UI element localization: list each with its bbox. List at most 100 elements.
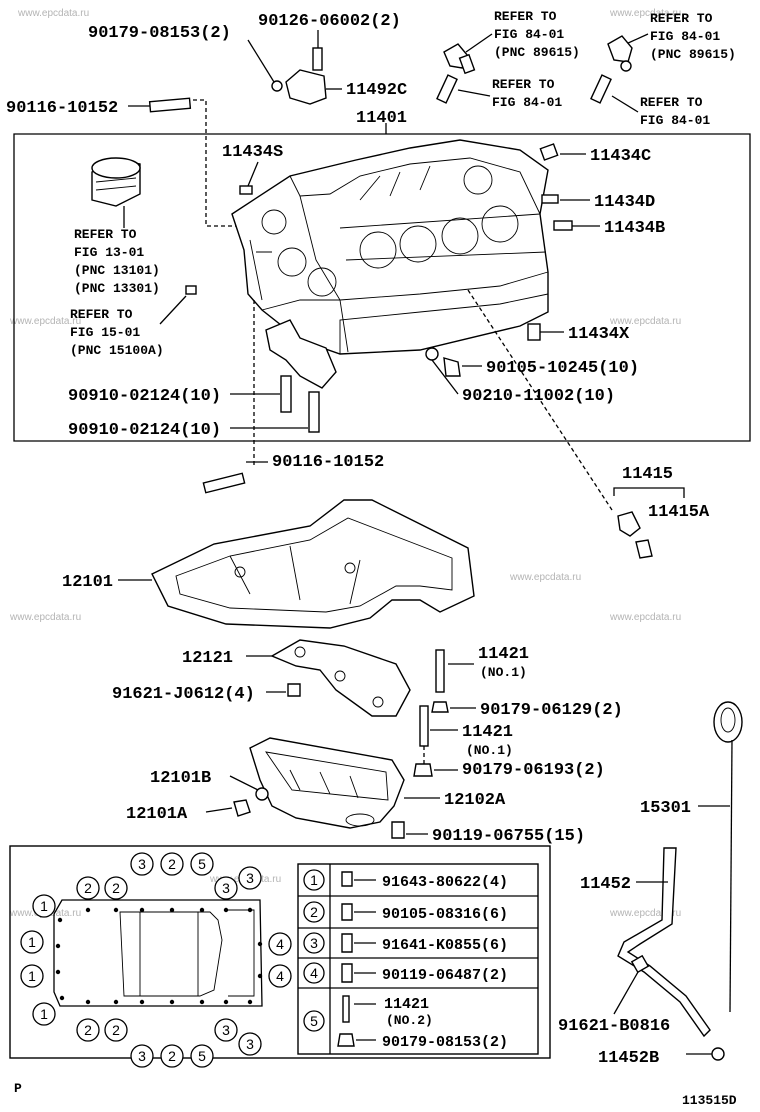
label-11452: 11452: [580, 875, 631, 894]
ref-fig84-d: REFER TO FIG 84-01: [640, 95, 710, 128]
svg-text:FIG 84-01: FIG 84-01: [650, 29, 720, 44]
svg-text:1: 1: [40, 1006, 48, 1022]
nut-icon: [271, 80, 283, 92]
bolt-icon: [341, 903, 353, 921]
sensor-plug-icon: [617, 511, 641, 537]
label-12101a: 12101A: [126, 805, 188, 824]
svg-text:REFER TO: REFER TO: [74, 227, 137, 242]
plug-icon: [527, 323, 541, 341]
label-90126-06002: 90126-06002(2): [258, 12, 401, 31]
svg-text:(PNC 89615): (PNC 89615): [650, 47, 736, 62]
legend-part-11421-sub: (NO.2): [386, 1013, 433, 1028]
fastener-legend-table: [297, 863, 539, 1055]
dashed-leader: [193, 99, 236, 227]
legend-part-90119: 90119-06487(2): [382, 967, 508, 984]
leader: [229, 775, 259, 791]
label-90179-06129: 90179-06129(2): [480, 701, 623, 720]
plug-icon: [239, 185, 253, 195]
label-11421-a: 11421: [478, 645, 529, 664]
stud-bolt-icon: [202, 472, 246, 494]
label-11415: 11415: [622, 465, 673, 484]
plug-icon: [185, 285, 197, 295]
dashed-leader: [467, 289, 613, 511]
svg-text:FIG 15-01: FIG 15-01: [70, 325, 140, 340]
svg-text:4: 4: [276, 936, 284, 952]
svg-text:3: 3: [138, 1048, 146, 1064]
label-11434s: 11434S: [222, 143, 283, 162]
label-15301: 15301: [640, 799, 691, 818]
stud-icon: [419, 705, 429, 747]
ref-fig15: REFER TO FIG 15-01 (PNC 15100A): [70, 307, 164, 358]
sensor-icon: [607, 35, 633, 63]
baffle-plate-drawing: [270, 639, 411, 717]
svg-text:3: 3: [246, 1036, 254, 1052]
svg-text:2: 2: [84, 880, 92, 896]
svg-text:2: 2: [168, 1048, 176, 1064]
label-90910-02124-a: 90910-02124(10): [68, 387, 221, 406]
label-90105-10245: 90105-10245(10): [486, 359, 639, 378]
dipstick-drawing: [713, 701, 743, 1013]
bolt-icon: [280, 375, 292, 413]
dipstick-guide-drawing: [617, 847, 711, 1038]
svg-text:2: 2: [168, 856, 176, 872]
label-90116-10152-bottom: 90116-10152: [272, 453, 384, 472]
leader: [611, 95, 639, 113]
leader: [247, 39, 275, 83]
watermark: www.epcdata.ru: [17, 8, 89, 19]
nut-icon: [337, 1033, 355, 1047]
pattern-keys-top-left: 2 2: [76, 876, 128, 900]
svg-text:REFER TO: REFER TO: [492, 77, 555, 92]
svg-text:2: 2: [112, 1022, 120, 1038]
nut-icon: [431, 701, 449, 713]
watermark: www.epcdata.ru: [609, 908, 681, 919]
stud-icon: [590, 74, 612, 104]
sensor-body-icon: [458, 53, 476, 75]
leader: [625, 33, 649, 45]
stud-icon: [435, 649, 445, 693]
legend-row-5: 5 11421 (NO.2) 90179-08153(2): [303, 995, 508, 1051]
bolt-icon: [308, 391, 320, 433]
svg-text:5: 5: [198, 856, 206, 872]
svg-text:1: 1: [28, 968, 36, 984]
legend-row-4: 4 90119-06487(2): [303, 962, 508, 984]
svg-text:4: 4: [310, 965, 318, 981]
svg-text:5: 5: [198, 1048, 206, 1064]
legend-part-91641: 91641-K0855(6): [382, 937, 508, 954]
leader: [457, 89, 491, 97]
leader: [613, 971, 639, 1015]
leader: [431, 359, 459, 395]
stud-bolt-icon: [148, 97, 192, 113]
ref-fig84-a: REFER TO FIG 84-01 (PNC 89615): [494, 9, 580, 60]
svg-text:2: 2: [310, 904, 318, 920]
watermark: www.epcdata.ru: [9, 612, 81, 623]
label-12101b: 12101B: [150, 769, 211, 788]
piston-assembly-icon: [91, 157, 141, 228]
label-11434d: 11434D: [594, 193, 655, 212]
legend-part-91643: 91643-80622(4): [382, 874, 508, 891]
upper-oil-pan-drawing: [151, 499, 475, 629]
label-90179-08153: 90179-08153(2): [88, 24, 231, 43]
legend-row-1: 1 91643-80622(4): [303, 869, 508, 891]
plug-icon: [553, 220, 573, 231]
diagram-code: 113515D: [682, 1093, 737, 1108]
svg-text:FIG 84-01: FIG 84-01: [640, 113, 710, 128]
svg-text:4: 4: [276, 968, 284, 984]
lower-oil-pan-drawing: [249, 737, 405, 829]
label-12102a: 12102A: [444, 791, 506, 810]
svg-text:(PNC 13101): (PNC 13101): [74, 263, 160, 278]
svg-text:FIG 13-01: FIG 13-01: [74, 245, 144, 260]
svg-text:3: 3: [246, 870, 254, 886]
svg-text:REFER TO: REFER TO: [650, 11, 713, 26]
bolt-location-dots: [55, 907, 263, 1005]
label-12101: 12101: [62, 573, 113, 592]
svg-text:1: 1: [40, 898, 48, 914]
label-91621-b0816: 91621-B0816: [558, 1017, 670, 1036]
legend-part-11421: 11421: [384, 996, 429, 1013]
label-11434c: 11434C: [590, 147, 651, 166]
svg-text:3: 3: [222, 1022, 230, 1038]
svg-text:REFER TO: REFER TO: [640, 95, 703, 110]
legend-part-90179: 90179-08153(2): [382, 1034, 508, 1051]
label-90119-06755: 90119-06755(15): [432, 827, 585, 846]
drain-plug-icon: [233, 799, 251, 817]
leader: [247, 161, 259, 187]
